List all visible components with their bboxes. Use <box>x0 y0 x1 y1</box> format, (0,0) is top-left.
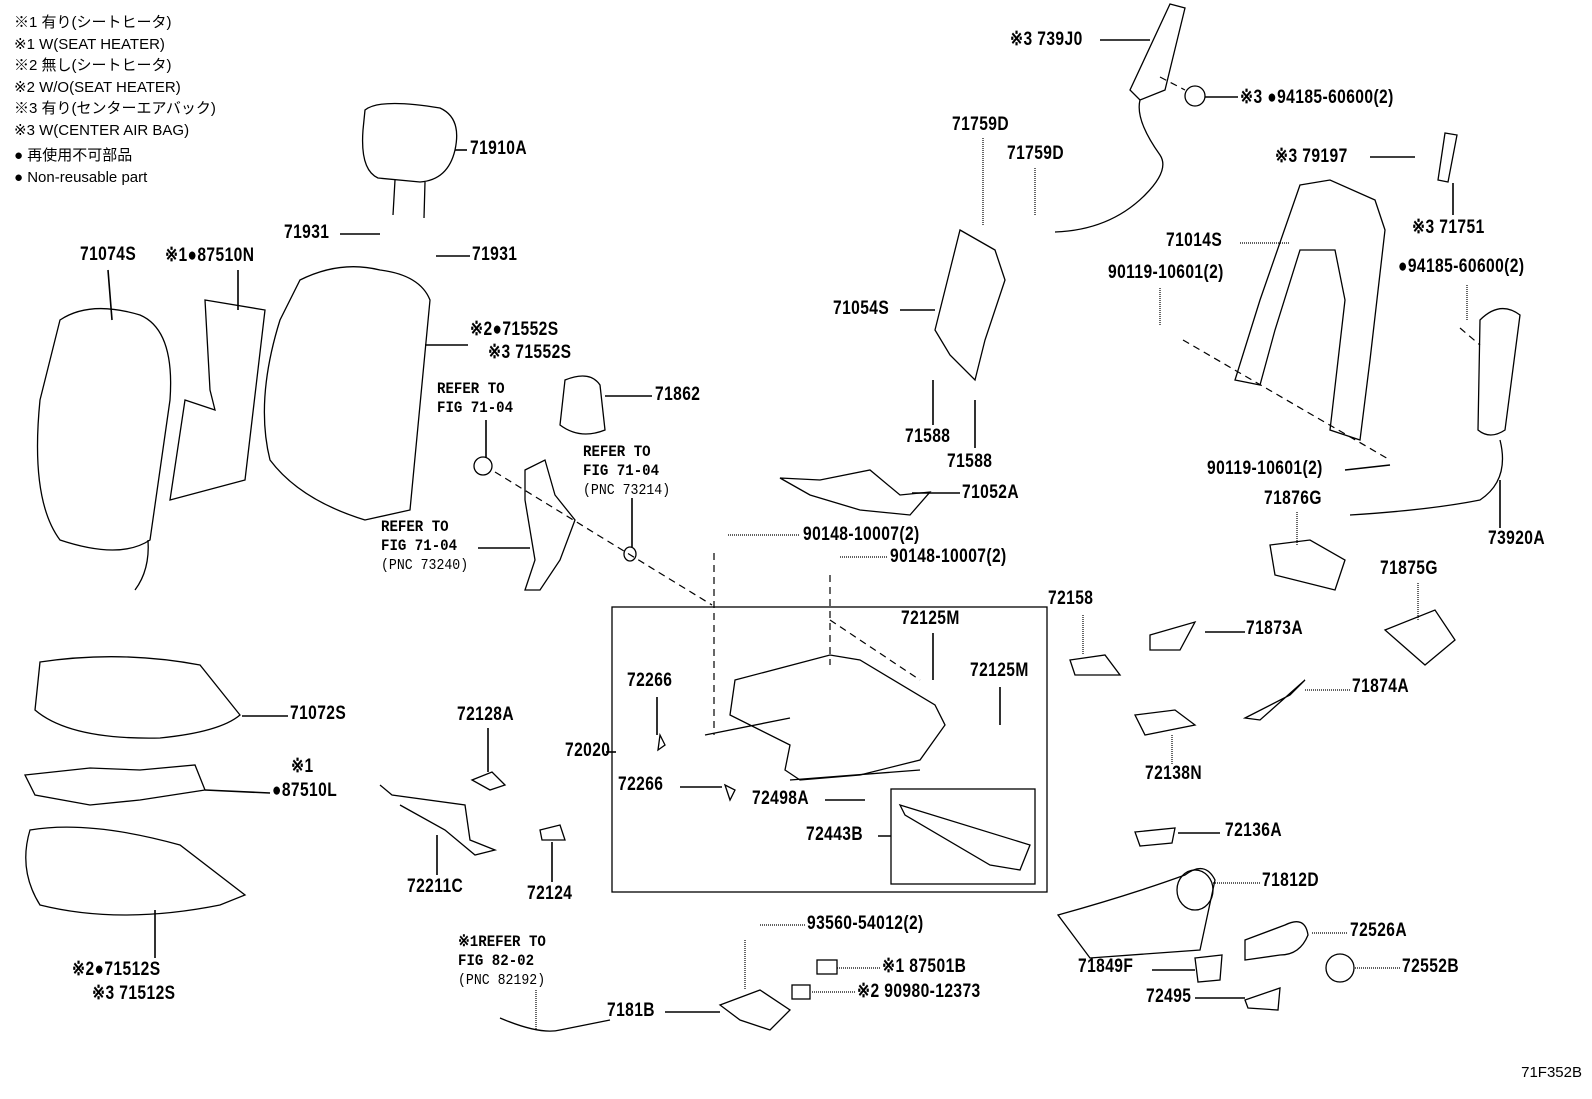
part-label: 72158 <box>1048 588 1094 609</box>
seat-adjuster-shape <box>729 654 946 781</box>
part-label: ※3 ●94185-60600(2) <box>1240 87 1394 108</box>
part-label: 90148-10007(2) <box>890 546 1007 567</box>
part-label: 71072S <box>290 703 347 724</box>
legend-line: ※1 有り(シートヒータ) <box>14 14 172 31</box>
part-label: 72125M <box>901 608 960 629</box>
part-label: ※3 71512S <box>92 983 176 1004</box>
part-label: 71873A <box>1246 618 1304 639</box>
part-label: 71054S <box>833 298 890 319</box>
shield-cover-shape <box>1056 868 1216 959</box>
wire-72211C-shape <box>379 784 498 856</box>
assembly-frame <box>611 606 1048 893</box>
part-label: 72211C <box>407 876 464 897</box>
part-label: 71014S <box>1166 230 1223 251</box>
cushion-heater-shape <box>24 764 206 806</box>
part-label: 71876G <box>1264 488 1322 509</box>
part-label: 90148-10007(2) <box>803 524 920 545</box>
sub-assembly-frame <box>890 788 1036 885</box>
part-label: 73920A <box>1488 528 1546 549</box>
part-label: 72498A <box>752 788 810 809</box>
part-label: 90119-10601(2) <box>1108 262 1224 283</box>
airbag-shape <box>1129 3 1186 101</box>
part-label: ※1●87510N <box>165 245 255 266</box>
part-label: 71812D <box>1262 870 1320 891</box>
legend: ※1 有り(シートヒータ) ※1 W(SEAT HEATER) ※2 無し(シー… <box>14 12 216 188</box>
part-label: 72552B <box>1402 956 1460 977</box>
part-label: 72128A <box>457 704 515 725</box>
part-label: ●94185-60600(2) <box>1398 256 1525 277</box>
part-label: 71074S <box>80 244 137 265</box>
bracket-shape <box>934 229 1006 382</box>
part-label: ※3 71751 <box>1412 217 1485 238</box>
part-label: 71931 <box>284 222 330 243</box>
seatbelt-buckle-shape <box>524 459 576 591</box>
part-label: 93560-54012(2) <box>807 913 924 934</box>
side-part-shape <box>559 375 606 435</box>
part-label: ※2 90980-12373 <box>857 981 981 1002</box>
legend-nonreusable-en: ● Non-reusable part <box>14 168 148 186</box>
part-label: 72495 <box>1146 986 1192 1007</box>
part-label: ●87510L <box>272 780 338 801</box>
leader-lines <box>107 39 1501 1030</box>
part-label: ※3 739J0 <box>1010 29 1083 50</box>
bracket-7181B-shape <box>718 989 792 1031</box>
part-label: 71052A <box>962 482 1020 503</box>
part-label: 72266 <box>627 670 673 691</box>
part-label: 71849F <box>1078 956 1134 977</box>
legend-line: ※3 W(CENTER AIR BAG) <box>14 121 190 139</box>
headrest-shape <box>361 102 458 183</box>
legend-line: ※2 無し(シートヒータ) <box>14 57 172 74</box>
seatback-frame-shape <box>1234 179 1386 441</box>
cushion-cover-shape <box>34 656 241 739</box>
part-label: 71862 <box>655 384 701 405</box>
motor-shape <box>898 803 1031 871</box>
part-label: 72125M <box>970 660 1029 681</box>
part-label: ※3 79197 <box>1275 146 1348 167</box>
part-label: ※2●71512S <box>72 959 161 980</box>
legend-nonreusable-jp: ● 再使用不可部品 <box>14 147 133 164</box>
part-label: 71588 <box>905 426 951 447</box>
seatback-cover-shape <box>36 307 172 551</box>
part-label: 71875G <box>1380 558 1438 579</box>
seatback-pad-shape <box>263 266 431 521</box>
part-label: ※3 71552S <box>488 342 572 363</box>
part-label: 71759D <box>1007 143 1065 164</box>
part-label: 72124 <box>527 883 573 904</box>
part-label: ※2●71552S <box>470 319 559 340</box>
harness-shape <box>779 469 932 516</box>
part-label: ※1 87501B <box>882 956 967 977</box>
part-label: 71931 <box>472 244 518 265</box>
part-label: 71910A <box>470 138 528 159</box>
legend-line: ※2 W/O(SEAT HEATER) <box>14 78 181 96</box>
side-airbag-shape <box>1477 308 1521 436</box>
part-label: 71588 <box>947 451 993 472</box>
part-label: 72020 <box>565 740 611 761</box>
cushion-pad-shape <box>25 826 247 916</box>
part-label: 71759D <box>952 114 1010 135</box>
part-label: 72526A <box>1350 920 1408 941</box>
part-label: 72136A <box>1225 820 1283 841</box>
part-label: 71874A <box>1352 676 1410 697</box>
legend-line: ※1 W(SEAT HEATER) <box>14 35 165 53</box>
part-label: 7181B <box>607 1000 655 1021</box>
part-label: 72266 <box>618 774 664 795</box>
figure-id: 71F352B <box>1521 1064 1582 1081</box>
heater-mat-shape <box>169 299 266 501</box>
part-label: ※1 <box>291 756 314 777</box>
legend-line: ※3 有り(センターエアバック) <box>14 100 216 117</box>
part-label: 90119-10601(2) <box>1207 458 1323 479</box>
part-label: 72138N <box>1145 763 1203 784</box>
part-label: 72443B <box>806 824 864 845</box>
